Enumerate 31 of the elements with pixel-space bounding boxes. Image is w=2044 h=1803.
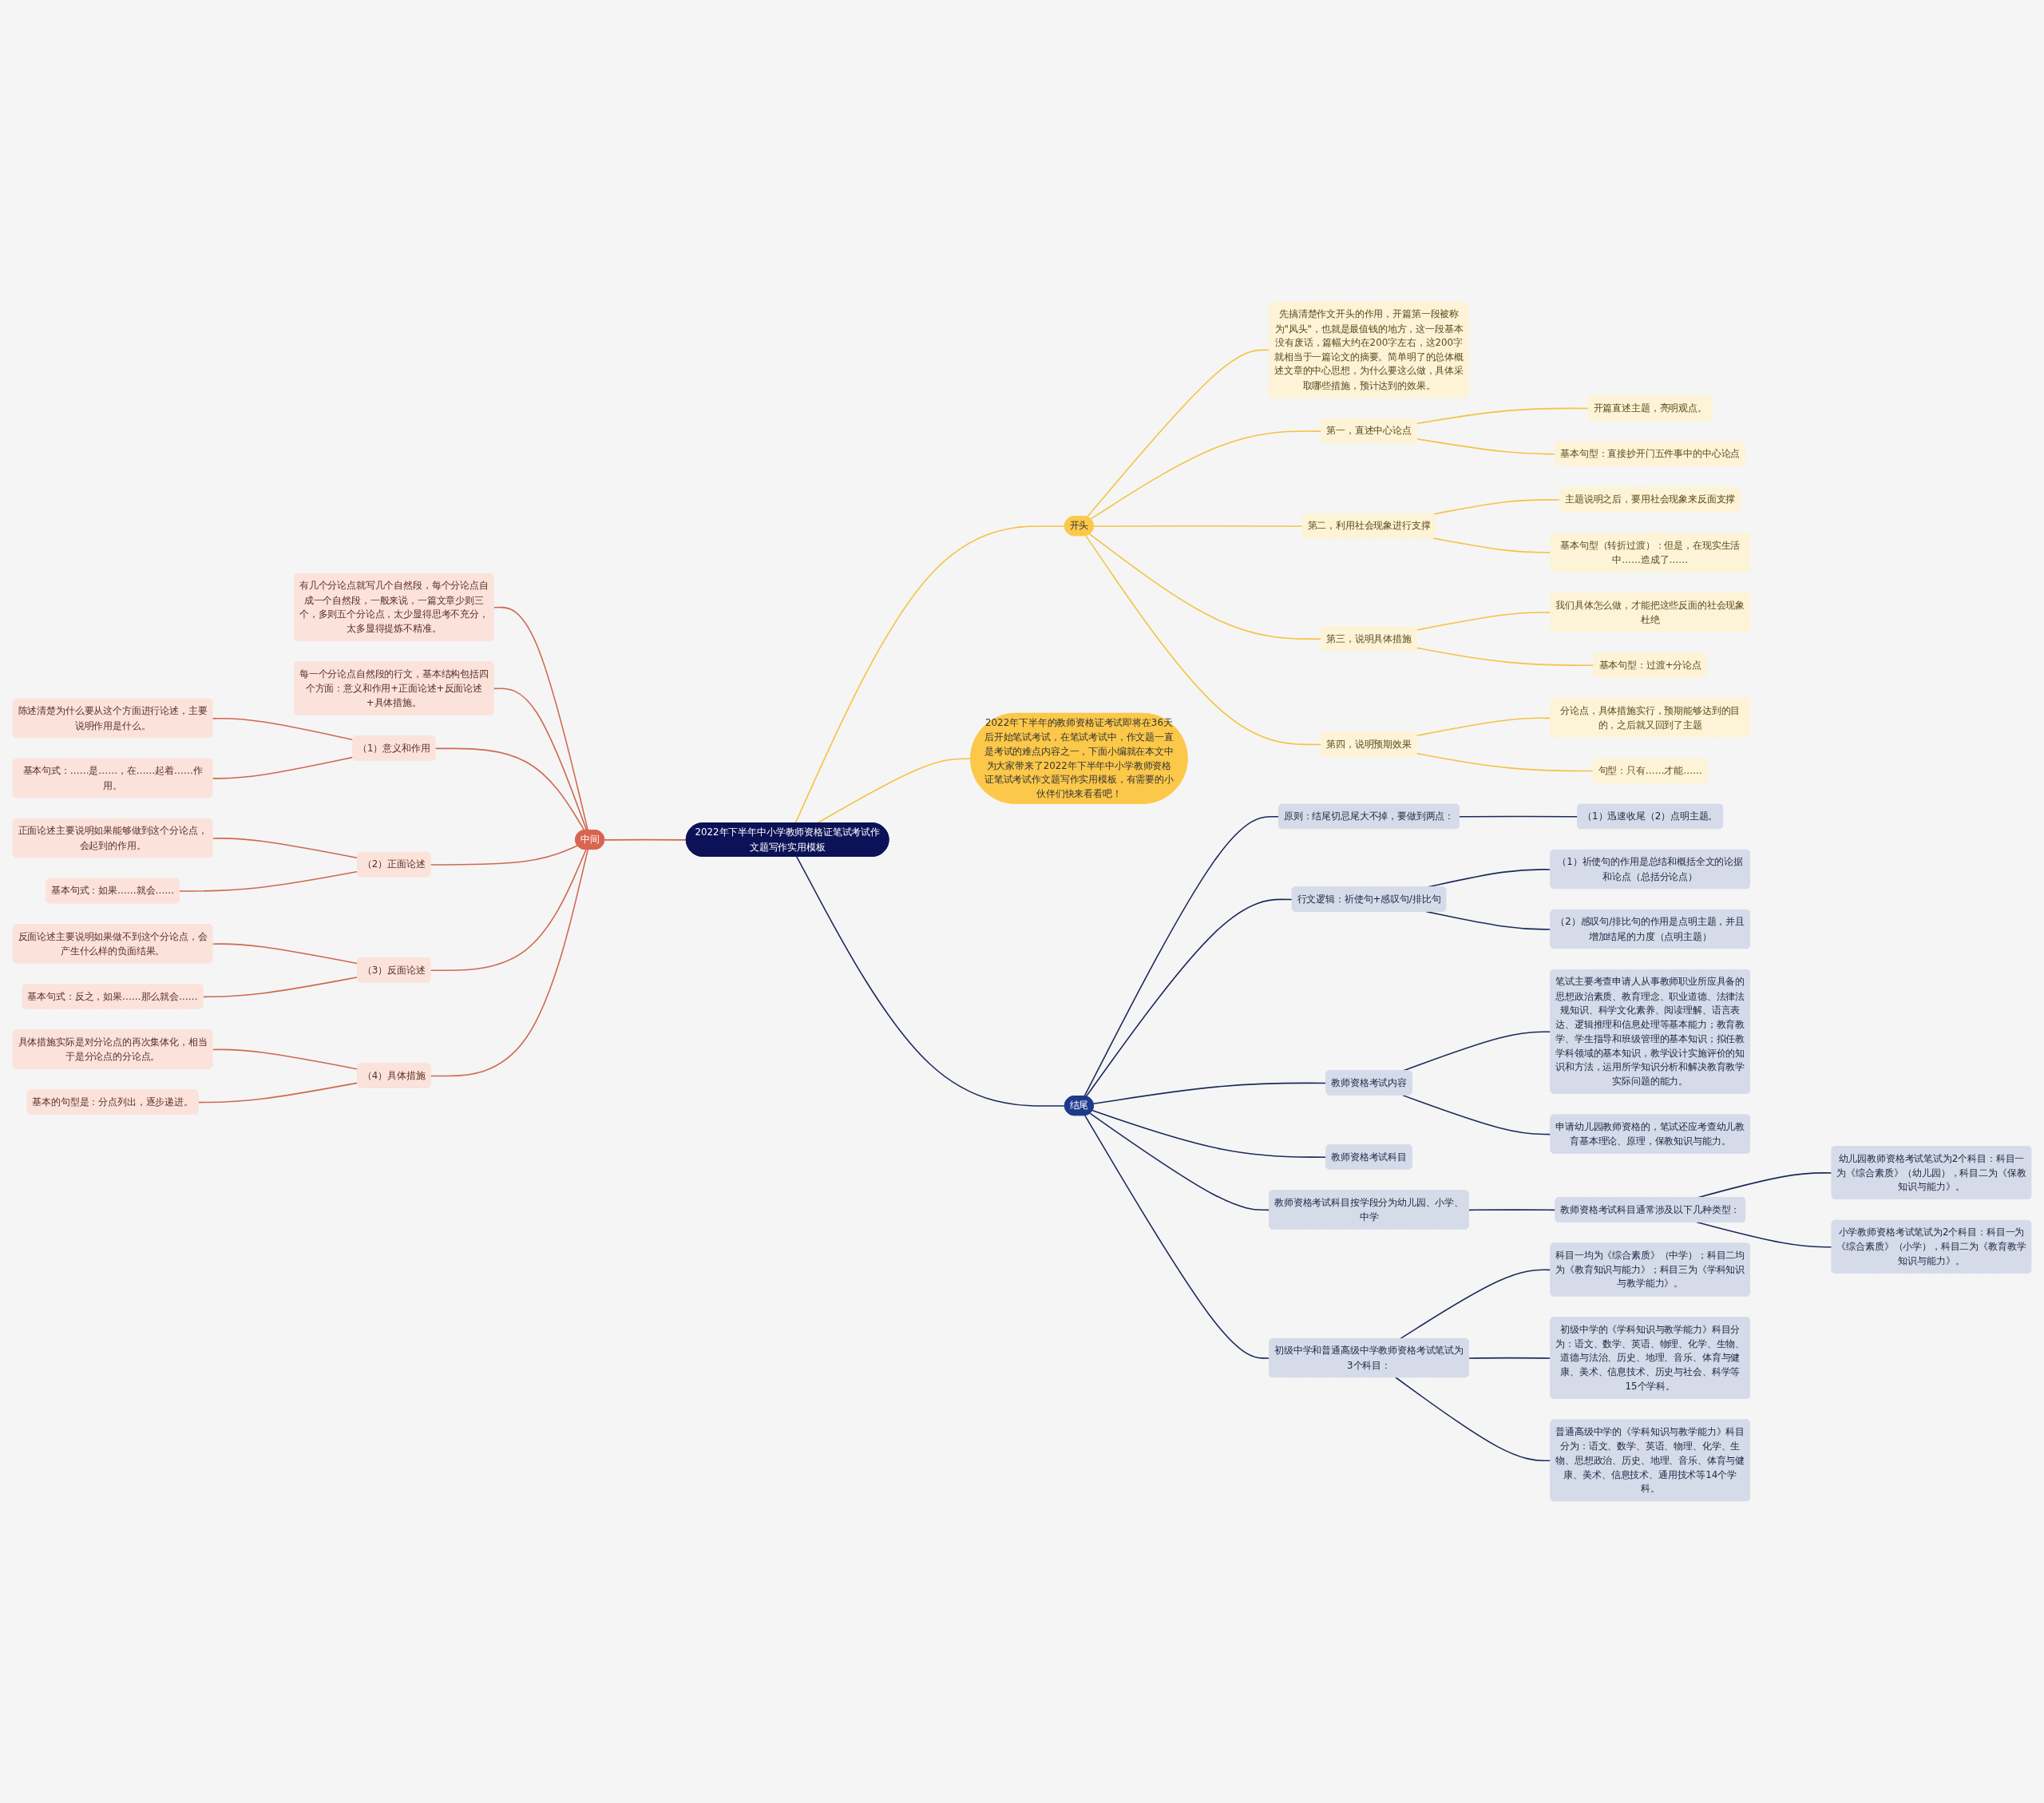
connector	[202, 977, 358, 998]
connector	[430, 849, 589, 1077]
connector	[1092, 1082, 1327, 1105]
connector	[430, 845, 579, 866]
connector	[1084, 1115, 1270, 1359]
connector	[1416, 647, 1595, 667]
connector	[1696, 1221, 1833, 1248]
connector	[604, 838, 687, 841]
connector	[794, 525, 1066, 824]
connector	[212, 838, 358, 859]
connector	[493, 688, 588, 831]
connector	[430, 849, 587, 972]
connector	[179, 870, 358, 892]
connector	[197, 1082, 358, 1104]
connector	[212, 718, 354, 741]
connector	[212, 756, 354, 779]
connector	[1432, 499, 1561, 515]
connector	[1089, 1112, 1270, 1211]
connector	[796, 856, 1066, 1107]
connector	[1085, 898, 1293, 1098]
connector	[212, 943, 358, 965]
connector	[434, 747, 585, 831]
connector	[493, 606, 589, 831]
connector	[1416, 407, 1590, 425]
connector	[1086, 349, 1270, 518]
connector	[1091, 1109, 1327, 1158]
connector	[1093, 525, 1304, 527]
connector	[816, 758, 972, 824]
connector	[1083, 815, 1280, 1097]
connector	[1416, 752, 1594, 772]
connector	[212, 1048, 358, 1070]
